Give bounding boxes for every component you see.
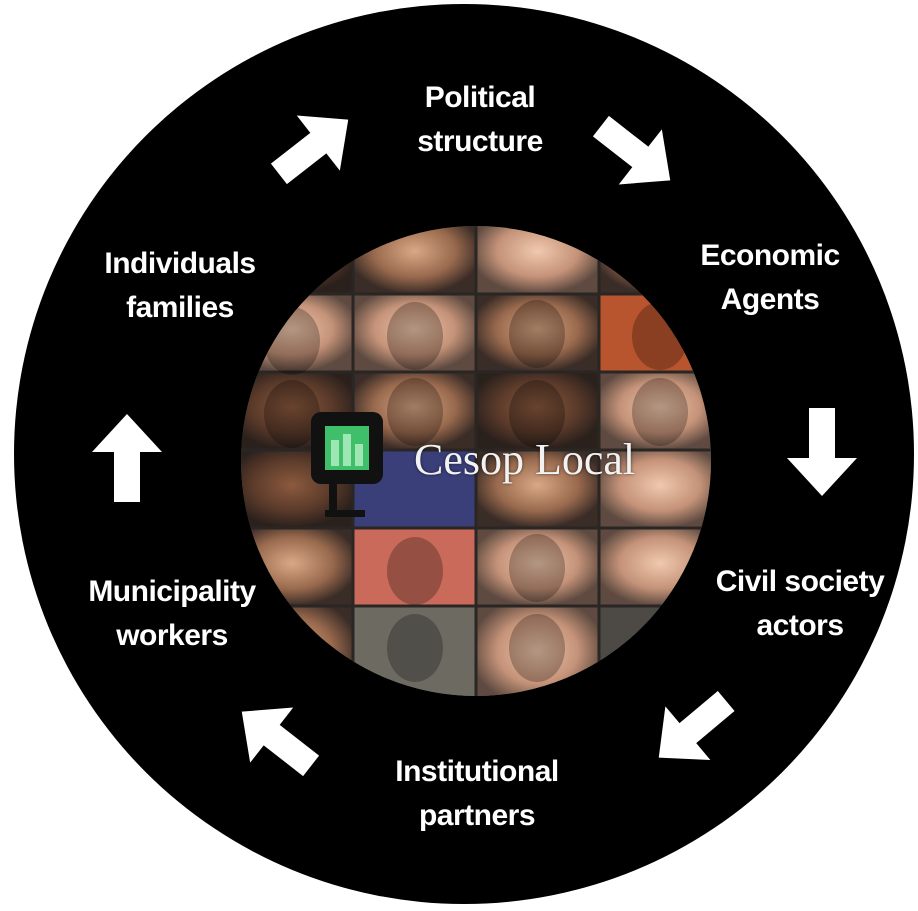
- node-political-structure: Political structure: [380, 76, 580, 164]
- center-photo-collage: [241, 226, 711, 696]
- node-label-line: Municipality: [88, 575, 256, 608]
- node-label-line: Agents: [720, 283, 820, 316]
- node-label-line: Political: [424, 81, 536, 114]
- node-label-line: Economic: [700, 239, 840, 272]
- node-individuals-families: Individuals families: [80, 242, 280, 330]
- node-label-line: Civil society: [715, 565, 885, 598]
- node-label-line: families: [126, 291, 234, 324]
- node-label-line: structure: [417, 125, 543, 158]
- node-label-line: actors: [756, 609, 844, 642]
- node-municipality-workers: Municipality workers: [62, 570, 282, 658]
- cesop-logo-text: Cesop Local: [414, 435, 636, 484]
- node-label-line: workers: [116, 619, 228, 652]
- node-institutional-partners: Institutional partners: [367, 750, 587, 838]
- node-label-line: Individuals: [104, 247, 256, 280]
- node-economic-agents: Economic Agents: [670, 234, 870, 322]
- node-civil-society-actors: Civil society actors: [700, 560, 900, 648]
- node-label-line: partners: [418, 799, 536, 832]
- node-label-line: Institutional: [395, 755, 559, 788]
- cesop-logo-icon: [311, 412, 383, 517]
